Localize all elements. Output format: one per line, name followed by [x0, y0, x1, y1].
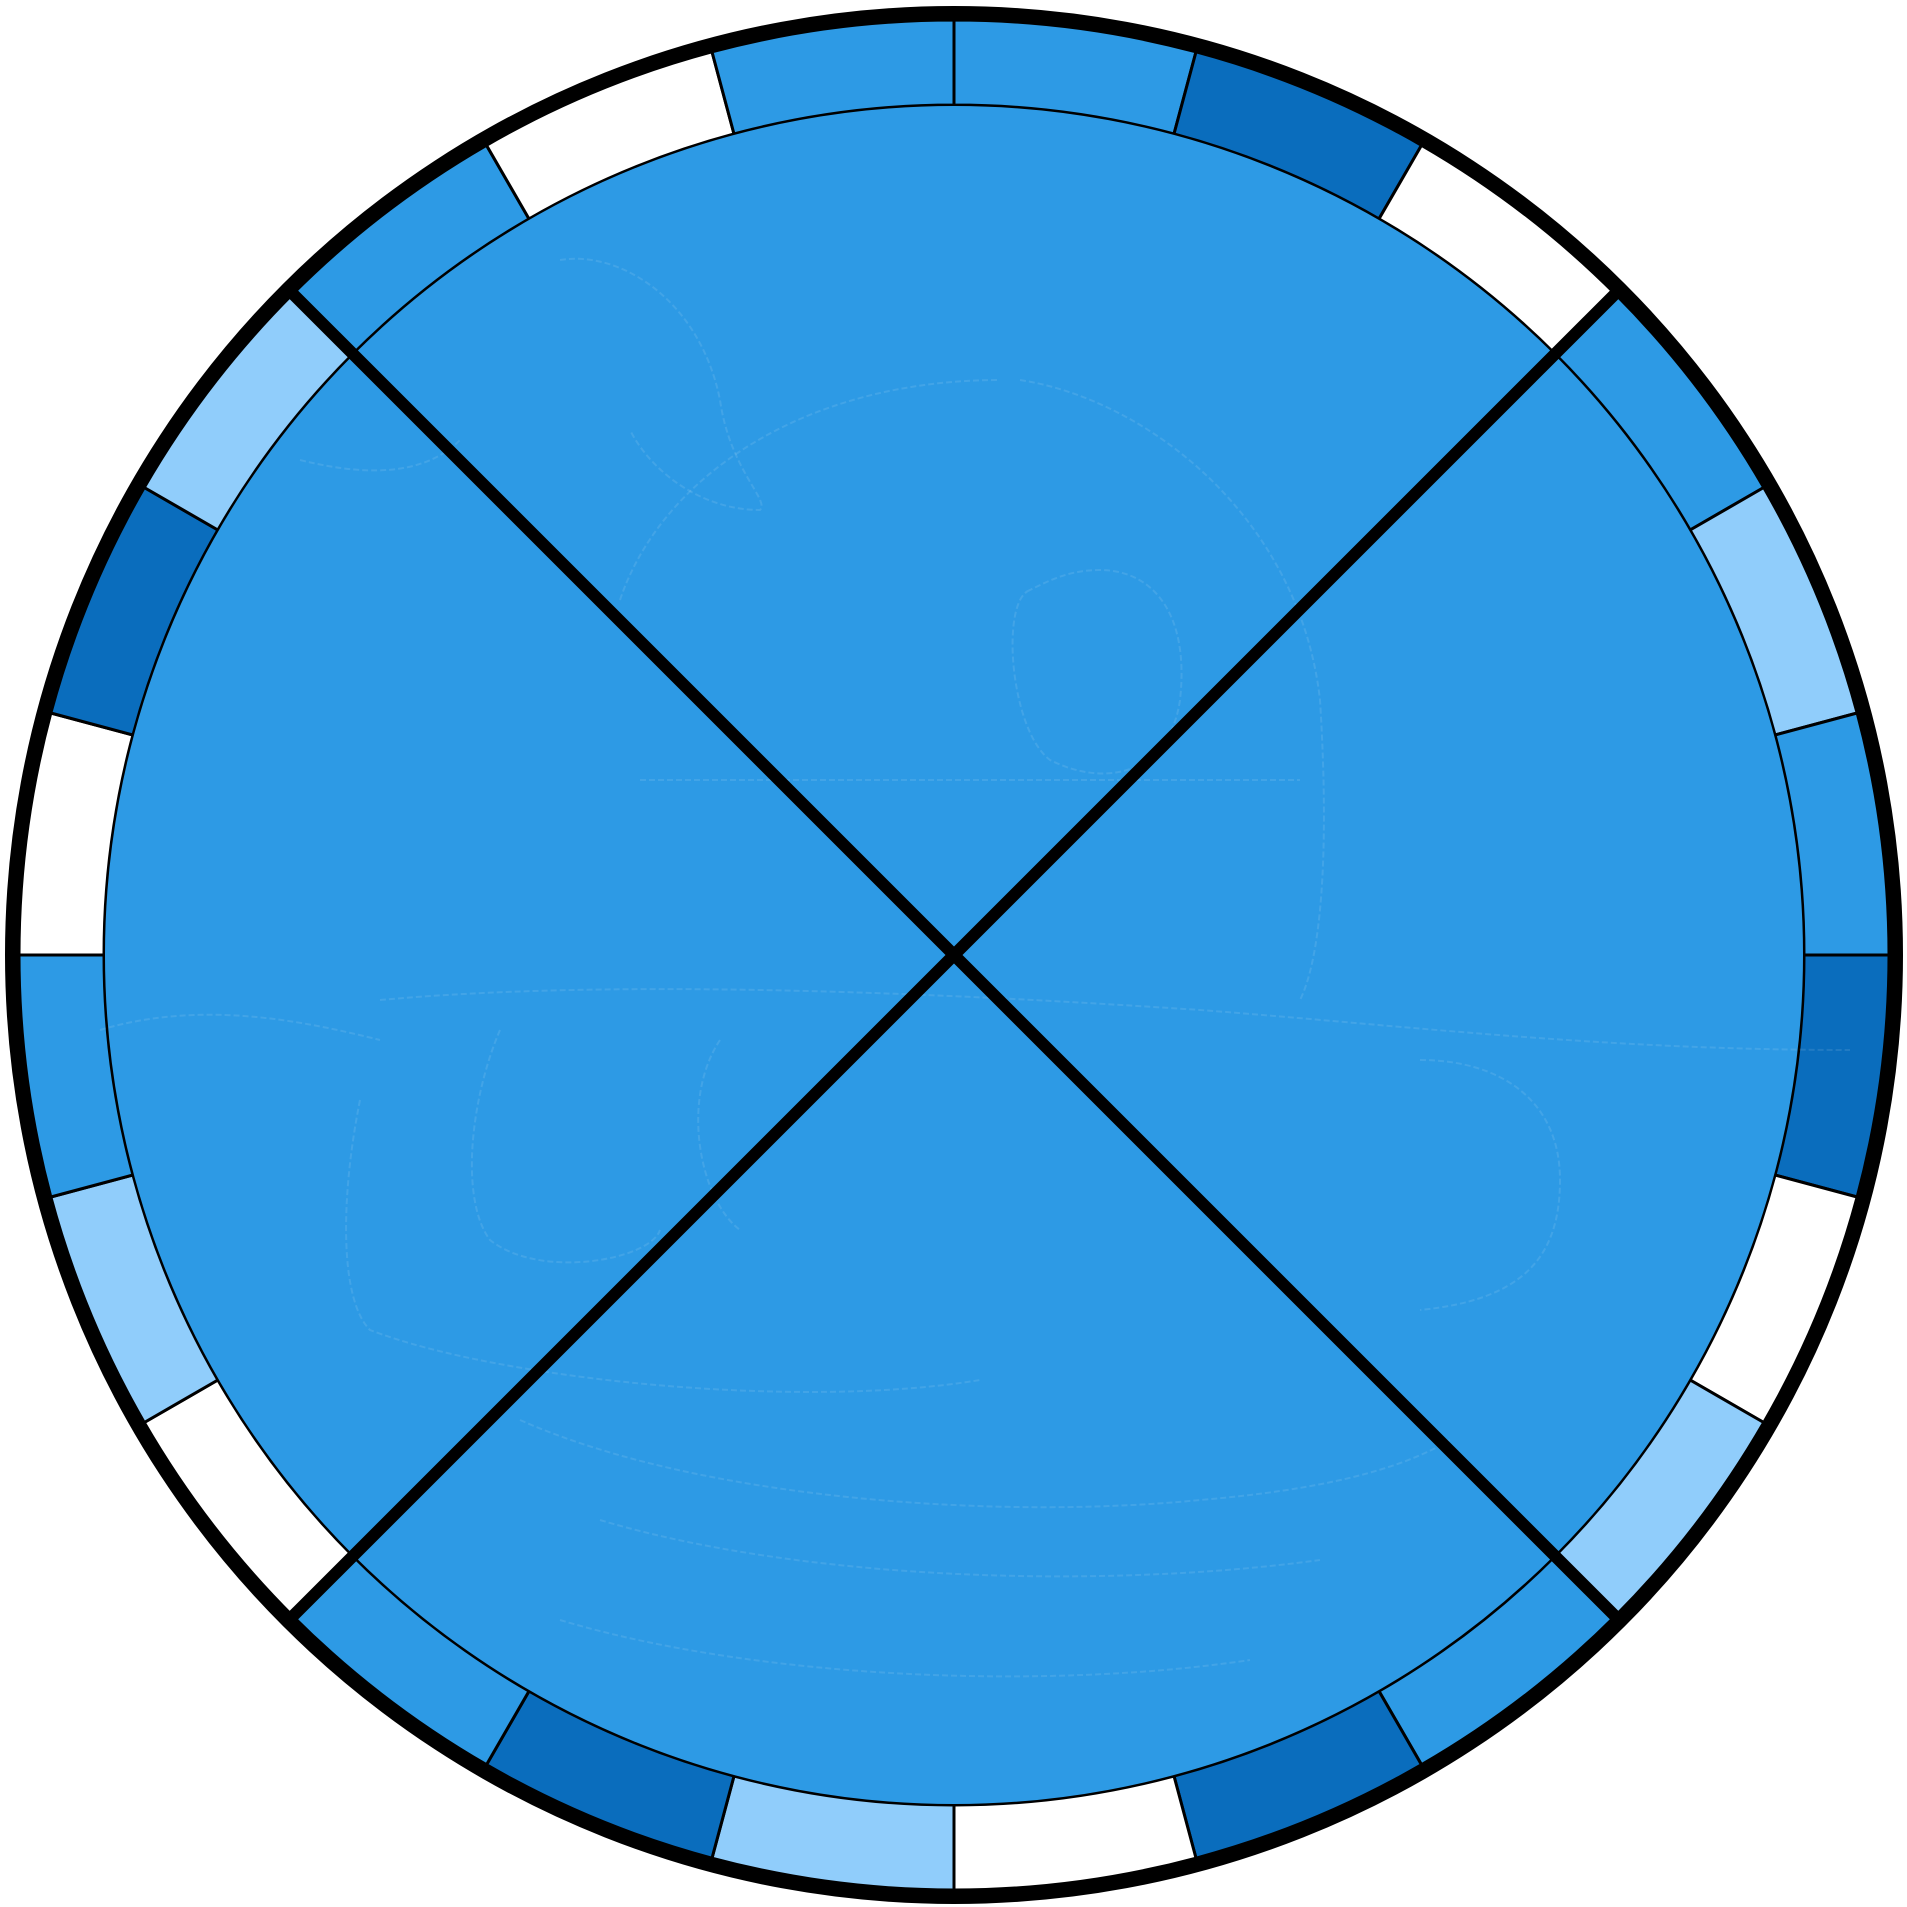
segment-ring [17, 18, 1891, 1892]
x-cross-lines [288, 289, 1620, 1621]
cross-line [288, 289, 1620, 1621]
faint-ghost-drawing-icon [99, 257, 1851, 1678]
outer-rim [5, 6, 1903, 1904]
